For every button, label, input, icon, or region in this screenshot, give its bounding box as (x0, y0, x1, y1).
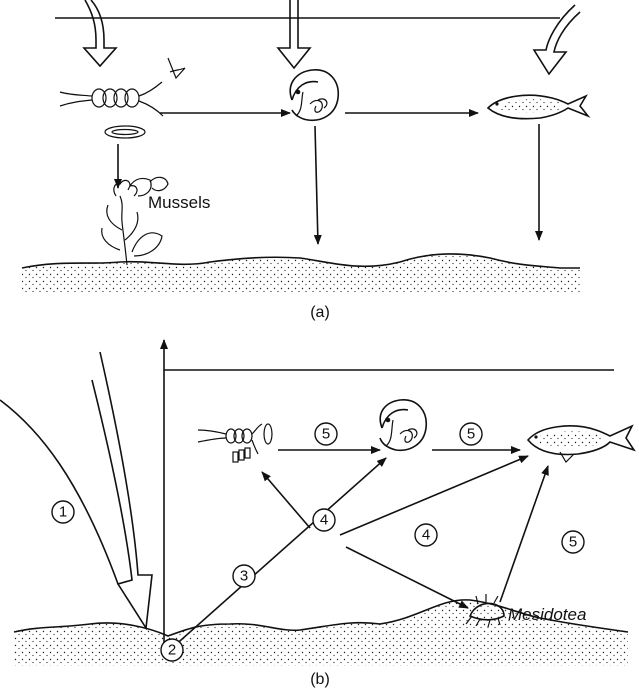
caption-b: (b) (310, 671, 330, 688)
svg-text:4: 4 (320, 512, 328, 529)
mussels-label: Mussels (148, 193, 210, 212)
copepod-icon-a (290, 70, 338, 120)
dinoflagellate-icon (168, 58, 185, 78)
svg-text:5: 5 (322, 426, 330, 443)
marker-4-right: 4 (415, 524, 437, 546)
arrow-mid-to-fish (340, 456, 528, 535)
arrow-sediment-to-copepod (172, 458, 386, 648)
svg-text:5: 5 (569, 534, 577, 551)
svg-text:3: 3 (240, 568, 248, 585)
diatom-icon (105, 126, 145, 138)
svg-text:4: 4 (422, 527, 430, 544)
copepod-icon-b (380, 400, 426, 450)
svg-text:1: 1 (59, 504, 67, 521)
svg-text:2: 2 (168, 642, 176, 659)
marker-1: 1 (52, 501, 74, 523)
sunlight-arrow-1 (84, 0, 116, 66)
caption-a: (a) (310, 304, 330, 321)
marker-5-middle: 5 (460, 423, 482, 445)
mussels-icon (102, 177, 168, 265)
phytoplankton-chain-icon-b (198, 424, 272, 462)
arrow-mesidotea-to-fish (500, 466, 548, 602)
marker-5-right: 5 (562, 531, 584, 553)
large-input-arrow (0, 352, 152, 628)
marker-4-left: 4 (313, 509, 335, 531)
arrow-mid-to-phyto (262, 472, 310, 528)
sunlight-arrow-3 (534, 5, 580, 74)
fish-icon-b (528, 426, 634, 462)
seabed-a (22, 254, 580, 292)
arrow-copepod-to-bottom (315, 126, 318, 244)
panel-b: Mesidotea 1 2 3 4 (0, 340, 634, 688)
arrow-mid-to-mesidotea (346, 547, 468, 608)
sunlight-arrow-2 (278, 0, 310, 68)
svg-text:5: 5 (467, 426, 475, 443)
marker-2: 2 (161, 639, 183, 661)
fish-icon-a (488, 95, 588, 118)
panel-a: Mussels (a) (22, 0, 588, 321)
marker-3: 3 (233, 565, 255, 587)
phytoplankton-chain-icon (60, 82, 163, 116)
marker-5-left: 5 (315, 423, 337, 445)
